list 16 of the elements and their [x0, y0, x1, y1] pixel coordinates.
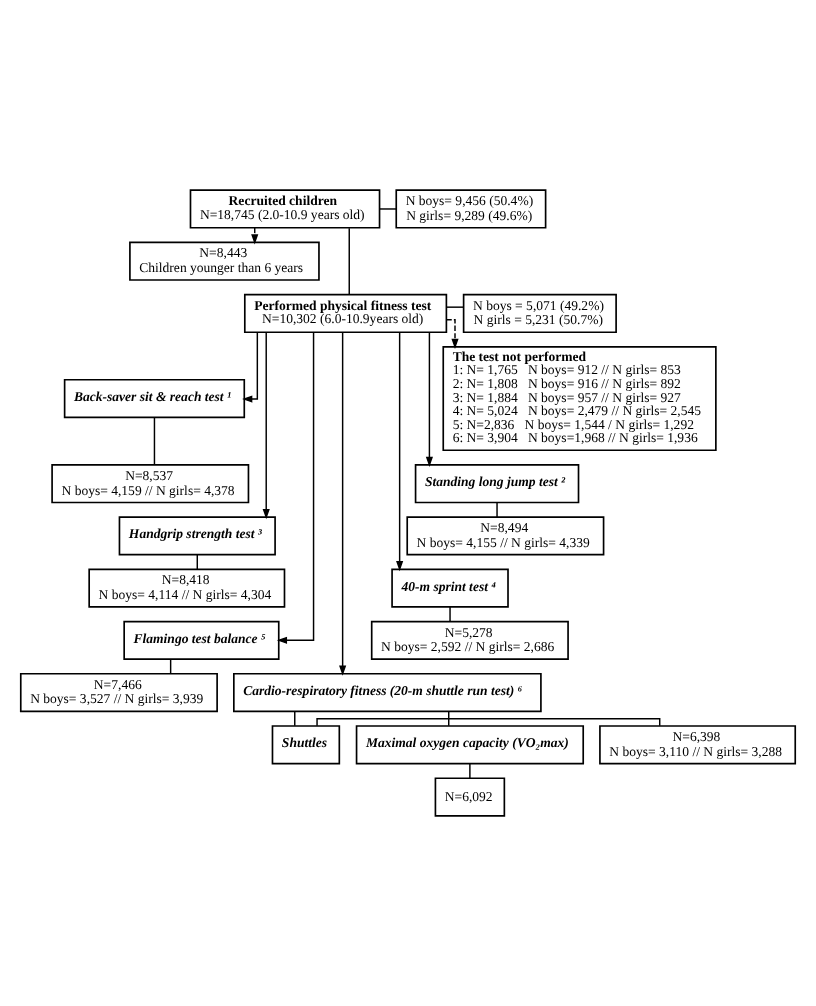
arrow [251, 227, 259, 245]
arrow [339, 331, 347, 676]
connector [348, 227, 350, 296]
arrow [276, 331, 315, 644]
arrow [242, 331, 259, 403]
arrow [396, 331, 404, 572]
connector [496, 501, 498, 518]
connector [445, 306, 465, 308]
connector [316, 717, 661, 727]
arrow [445, 318, 459, 350]
connector [153, 416, 156, 466]
connector [449, 606, 451, 623]
connector [378, 208, 397, 210]
arrow [262, 331, 270, 520]
connector [469, 762, 471, 779]
arrow [425, 331, 433, 467]
